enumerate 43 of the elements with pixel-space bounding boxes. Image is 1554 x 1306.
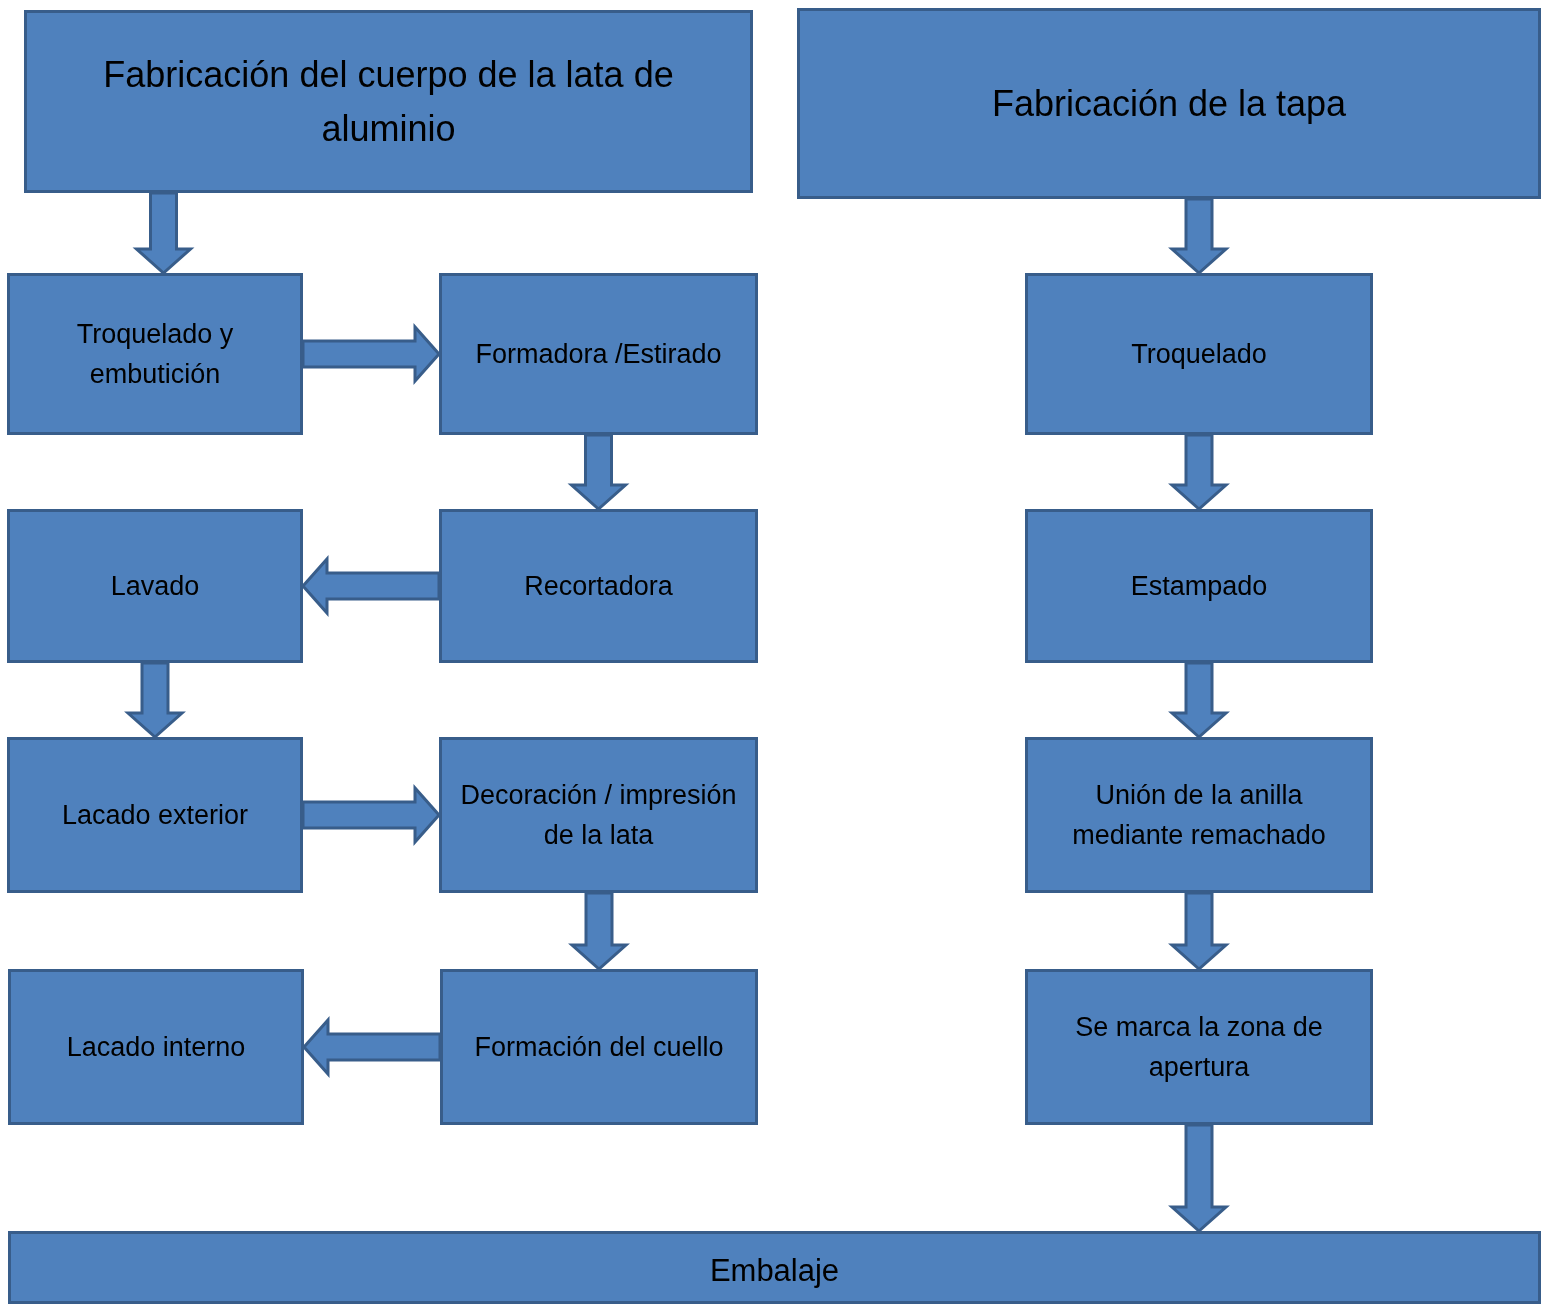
process-box [8,1231,1541,1304]
step-label: Fabricación de la tapa [991,81,1347,126]
process-box [1025,509,1373,663]
step-label: Recortadora [524,569,673,603]
process-box [439,509,758,663]
step-label: Fabricación del cuerpo de la lata de aluminio [102,52,675,151]
process-box [1025,737,1373,893]
step-label: Formadora /Estirado [475,337,722,371]
step-label: Embalaje [709,1252,840,1290]
step-label: Lavado [110,569,200,603]
block-arrow [567,433,630,511]
step-label: Formación del cuello [474,1030,724,1064]
block-arrow [301,784,441,846]
process-box [7,273,303,435]
block-arrow [1168,891,1230,971]
process-box [439,273,758,435]
block-arrow [568,891,630,971]
block-arrow [124,661,186,739]
step-label: Estampado [1130,569,1268,603]
block-arrow [301,555,441,617]
step-label: Unión de la anilla mediante remachado [1071,778,1327,852]
step-label: Lacado interno [66,1030,246,1064]
step-label: Decoración / impresión de la lata [459,778,738,852]
step-label: Troquelado [1131,337,1267,371]
block-arrow [1168,197,1230,275]
step-label: Lacado exterior [61,798,249,832]
block-arrow [301,323,441,385]
step-label: Se marca la zona de apertura [1074,1010,1324,1084]
process-box [24,10,753,193]
process-box [1025,969,1373,1125]
process-box [7,509,303,663]
process-box [7,737,303,893]
block-arrow [132,191,195,275]
block-arrow [1168,661,1230,739]
process-box [8,969,304,1125]
process-box [797,8,1541,199]
process-box [439,737,758,893]
step-label: Troquelado y embutición [75,317,235,391]
process-box [440,969,758,1125]
process-box [1025,273,1373,435]
block-arrow [1168,433,1230,511]
block-arrow [1168,1123,1230,1233]
block-arrow [302,1016,442,1078]
